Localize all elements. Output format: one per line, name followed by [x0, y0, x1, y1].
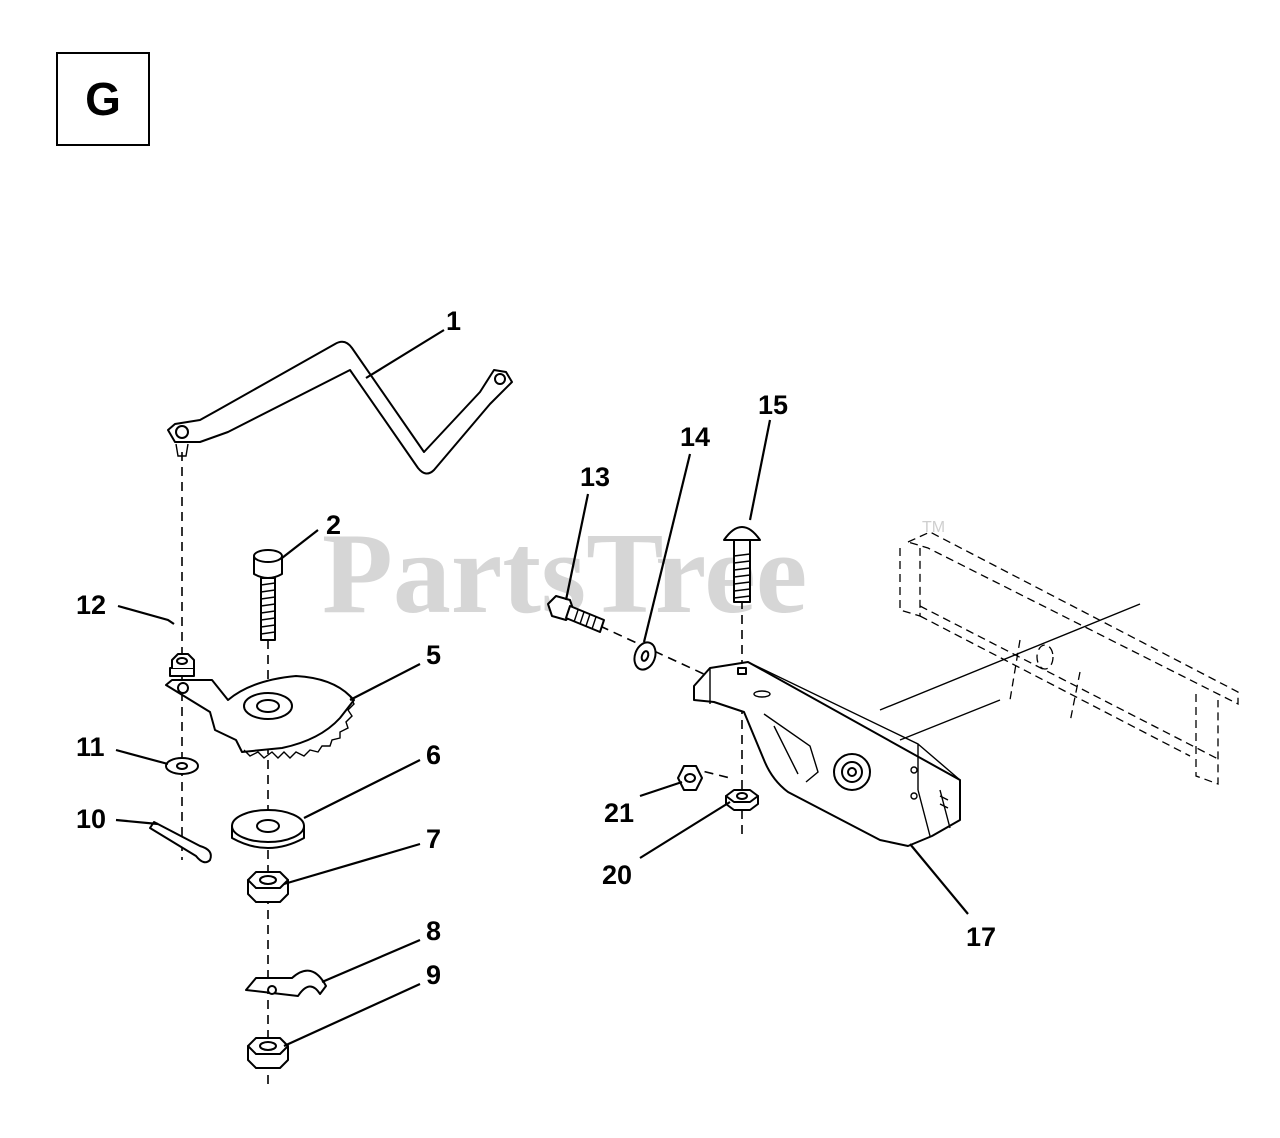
callout-17: 17 [966, 922, 996, 952]
watermark-trademark: TM [922, 519, 945, 536]
section-label: G [56, 52, 150, 146]
callout-20: 20 [602, 860, 632, 890]
part-1-shift-rod [167, 340, 513, 475]
leader-10 [115, 818, 159, 826]
part-5-gear-plate [165, 675, 355, 759]
leader-8 [321, 938, 421, 984]
leader-12 [117, 604, 175, 625]
callout-2: 2 [326, 510, 341, 540]
leader-5 [349, 663, 421, 701]
leader-6 [303, 759, 421, 819]
callout-1: 1 [446, 306, 461, 336]
callout-12: 12 [76, 590, 106, 620]
part-9-hex-nut [247, 1037, 289, 1069]
leader-21 [639, 780, 683, 798]
callout-10: 10 [76, 804, 106, 834]
part-12-flange-nut [169, 653, 195, 677]
callout-7: 7 [426, 824, 441, 854]
callout-9: 9 [426, 960, 441, 990]
callout-8: 8 [426, 916, 441, 946]
part-14-washer [633, 641, 657, 671]
part-10-cotter-pin [149, 821, 212, 864]
leader-15 [748, 419, 772, 521]
callout-14: 14 [680, 422, 710, 452]
leader-7 [283, 842, 421, 886]
part-8-clip [245, 969, 327, 997]
part-17-bracket [693, 661, 961, 847]
part-2-hex-bolt [253, 549, 283, 641]
leader-17 [909, 843, 969, 915]
part-15-carriage-bolt [723, 526, 761, 603]
part-20-hex-nut [725, 789, 759, 811]
part-6-thrust-washer [231, 809, 305, 849]
callout-11: 11 [76, 732, 105, 762]
callout-13: 13 [580, 462, 610, 492]
callout-21: 21 [604, 798, 634, 828]
leader-11 [115, 748, 169, 766]
part-7-hex-nut [247, 871, 289, 903]
part-13-hex-bolt [547, 595, 605, 633]
callout-6: 6 [426, 740, 441, 770]
leader-14 [642, 453, 692, 643]
part-21-hex-nut [677, 765, 703, 791]
leader-13 [564, 493, 590, 601]
leader-1 [365, 329, 445, 379]
leader-9 [283, 982, 421, 1048]
callout-15: 15 [758, 390, 788, 420]
frame-outline-phantom [879, 531, 1239, 785]
part-11-washer [165, 757, 199, 775]
leader-2 [281, 529, 319, 559]
callout-5: 5 [426, 640, 441, 670]
leader-20 [639, 801, 731, 859]
